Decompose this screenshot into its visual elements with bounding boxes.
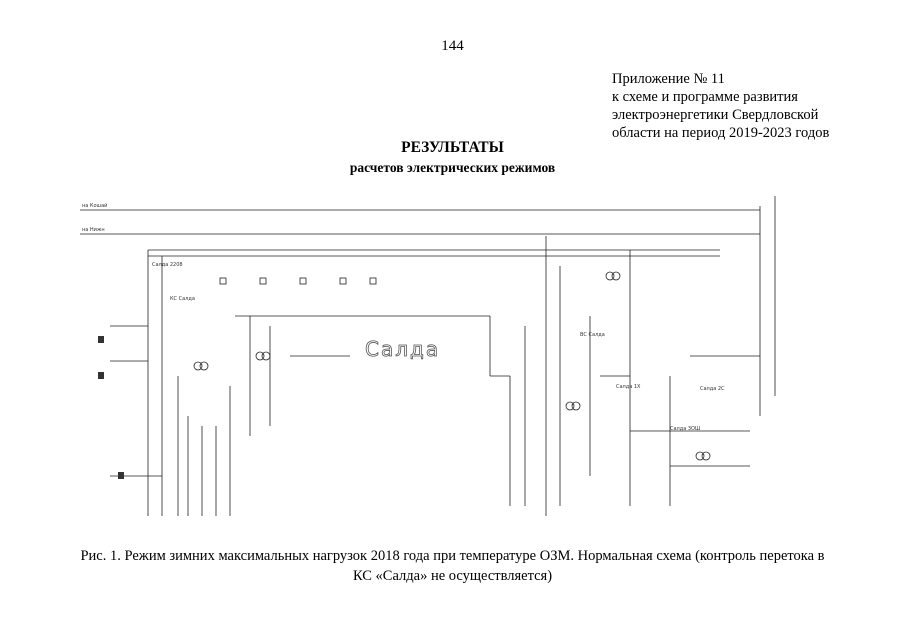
area-label: Салда [365, 337, 440, 361]
caption-line: КС «Салда» не осуществляется) [352, 568, 553, 584]
appendix-line: электроэнергетики Свердловской [612, 107, 819, 123]
appendix-line: к схеме и программе развития [612, 89, 798, 105]
substation-label: Салда 2208 [152, 262, 183, 268]
substation-label: ВС Салда [580, 332, 605, 338]
substation-label: КС Салда [170, 296, 195, 302]
schema-nodes [98, 336, 124, 479]
document-title: РЕЗУЛЬТАТЫ [401, 139, 504, 156]
line-label: на Нижн [82, 227, 105, 233]
line-label: на Кошай [82, 202, 107, 209]
appendix-line: Приложение № 11 [612, 71, 725, 87]
substation-label: Салда 1Х [616, 384, 641, 390]
caption-line: Рис. 1. Режим зимних максимальных нагруз… [80, 548, 825, 564]
electrical-schema: на Кошай на Нижн Салда 2208 КС Салда ВС … [80, 196, 776, 516]
substation-label: Салда 2С [700, 386, 725, 392]
appendix-line: области на период 2019-2023 годов [612, 125, 830, 141]
appendix-note: Приложение № 11 к схеме и программе разв… [612, 70, 902, 142]
page-number: 144 [441, 38, 464, 54]
schema-lines [80, 196, 776, 516]
schema-text: на Кошай на Нижн Салда 2208 КС Салда ВС … [82, 202, 725, 432]
document-subtitle: расчетов электрических режимов [349, 160, 556, 175]
figure-caption: Рис. 1. Режим зимних максимальных нагруз… [40, 546, 865, 586]
substation-label: Салда 3ОШ [670, 426, 700, 432]
